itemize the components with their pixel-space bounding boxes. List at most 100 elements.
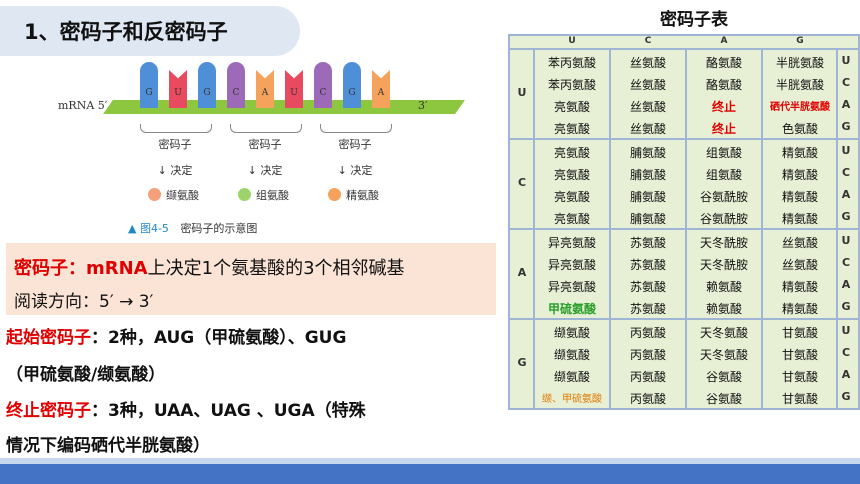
third-base-label: U — [841, 54, 851, 67]
base-letter: U — [174, 88, 182, 98]
third-base-label: A — [841, 98, 851, 111]
codon-brace — [140, 124, 212, 133]
column-header: U — [568, 36, 576, 46]
amino-acid-label: 缬氨酸 — [166, 189, 199, 202]
codon-cell: 酪氨酸 — [705, 56, 742, 70]
third-base-label: U — [841, 234, 851, 247]
footer-bar — [0, 464, 860, 484]
column-header: C — [644, 36, 652, 46]
codon-cell: 苏氨酸 — [629, 258, 666, 272]
stop-codon-line-2: 情况下编码硒代半胱氨酸） — [6, 436, 210, 456]
codon-def-text: 上决定1个氨基酸的3个相邻碱基 — [147, 258, 405, 279]
codon-cell: 异亮氨酸 — [547, 236, 596, 250]
figure-caption-text: 密码子的示意图 — [180, 222, 258, 235]
codon-def-mrna: mRNA — [86, 258, 148, 279]
row-divider — [510, 228, 858, 230]
first-base-label: A — [517, 266, 527, 279]
codon-cell: 甘氨酸 — [781, 370, 818, 384]
stop-codon-term: 终止密码子 — [6, 401, 91, 421]
page-title: 1、密码子和反密码子 — [24, 20, 228, 44]
nucleotide-base: U — [285, 70, 303, 108]
stop-codon-def-1: ：3种，UAA、UAG 、UGA（特殊 — [91, 401, 366, 421]
codon-cell: 甲硫氨酸 — [547, 302, 596, 316]
codon-cell: 异亮氨酸 — [547, 258, 596, 272]
base-letter: G — [203, 88, 211, 98]
base-letter: A — [261, 88, 269, 98]
column-header: A — [720, 36, 728, 46]
codon-cell: 精氨酸 — [781, 168, 818, 182]
codon-cell: 苏氨酸 — [629, 280, 666, 294]
codon-cell: 丝氨酸 — [629, 100, 666, 114]
codon-cell: 赖氨酸 — [705, 280, 742, 294]
start-codon-line-1: 起始密码子：2种，AUG（甲硫氨酸）、GUG — [6, 323, 346, 348]
decide-label: ↓ 决定 — [157, 164, 193, 177]
stop-codon-line-1: 终止密码子：3种，UAA、UAG 、UGA（特殊 — [6, 396, 366, 421]
codon-cell: 半胱氨酸 — [775, 56, 824, 70]
mrna-label: mRNA 5′ — [58, 99, 108, 112]
codon-label: 密码子 — [158, 138, 192, 151]
start-codon-def-1: ：2种，AUG（甲硫氨酸）、GUG — [91, 328, 347, 348]
codon-cell: 亮氨酸 — [553, 122, 590, 136]
decide-label: ↓ 决定 — [247, 164, 283, 177]
codon-cell: 组氨酸 — [705, 168, 742, 182]
third-base-label: A — [841, 278, 851, 291]
codon-cell: 缬氨酸 — [553, 326, 590, 340]
third-base-label: G — [841, 120, 851, 133]
codon-cell: 丙氨酸 — [629, 348, 666, 362]
codon-term: 密码子： — [14, 258, 86, 279]
codon-cell: 天冬氨酸 — [699, 326, 748, 340]
codon-cell: 脯氨酸 — [629, 212, 666, 226]
codon-brace — [320, 124, 392, 133]
base-letter: G — [145, 88, 153, 98]
row-divider — [510, 318, 858, 320]
amino-acid-ball — [238, 188, 251, 201]
codon-cell: 甘氨酸 — [781, 392, 818, 406]
amino-acid-label: 组氨酸 — [256, 189, 289, 202]
codon-cell: 亮氨酸 — [553, 146, 590, 160]
nucleotide-base: C — [314, 62, 332, 108]
codon-cell: 终止 — [711, 122, 736, 136]
codon-cell: 苏氨酸 — [629, 236, 666, 250]
nucleotide-base: U — [169, 70, 187, 108]
codon-definition: 密码子：mRNA上决定1个氨基酸的3个相邻碱基 — [14, 254, 405, 280]
codon-cell: 精氨酸 — [781, 146, 818, 160]
codon-cell: 脯氨酸 — [629, 146, 666, 160]
codon-cell: 亮氨酸 — [553, 190, 590, 204]
third-base-label: C — [841, 166, 851, 179]
codon-cell: 谷氨酸 — [705, 392, 742, 406]
codon-cell: 丝氨酸 — [629, 122, 666, 136]
codon-cell: 终止 — [711, 100, 736, 114]
codon-cell: 硒代半胱氨酸 — [770, 102, 830, 113]
third-base-label: U — [841, 324, 851, 337]
first-base-label: G — [517, 356, 527, 369]
row-divider — [510, 48, 858, 50]
codon-brace — [230, 124, 302, 133]
codon-cell: 天冬氨酸 — [699, 348, 748, 362]
codon-cell: 天冬酰胺 — [699, 258, 748, 272]
codon-cell: 缬氨酸 — [553, 348, 590, 362]
codon-cell: 精氨酸 — [781, 302, 818, 316]
codon-cell: 脯氨酸 — [629, 168, 666, 182]
nucleotide-base: G — [343, 62, 361, 108]
codon-cell: 丙氨酸 — [629, 326, 666, 340]
codon-cell: 丝氨酸 — [629, 78, 666, 92]
third-base-label: G — [841, 300, 851, 313]
codon-cell: 甘氨酸 — [781, 326, 818, 340]
codon-cell: 丙氨酸 — [629, 370, 666, 384]
figure-caption: ▲ 图4-5 密码子的示意图 — [128, 220, 257, 236]
codon-cell: 色氨酸 — [781, 122, 818, 136]
codon-cell: 丝氨酸 — [629, 56, 666, 70]
codon-cell: 组氨酸 — [705, 146, 742, 160]
base-letter: C — [232, 88, 240, 98]
base-letter: G — [348, 88, 356, 98]
third-base-label: C — [841, 256, 851, 269]
codon-cell: 丝氨酸 — [781, 236, 818, 250]
third-base-label: C — [841, 76, 851, 89]
column-header: G — [796, 36, 804, 46]
codon-cell: 丝氨酸 — [781, 258, 818, 272]
nucleotide-base: A — [372, 70, 390, 108]
codon-cell: 苏氨酸 — [629, 302, 666, 316]
codon-cell: 亮氨酸 — [553, 168, 590, 182]
codon-label: 密码子 — [338, 138, 372, 151]
